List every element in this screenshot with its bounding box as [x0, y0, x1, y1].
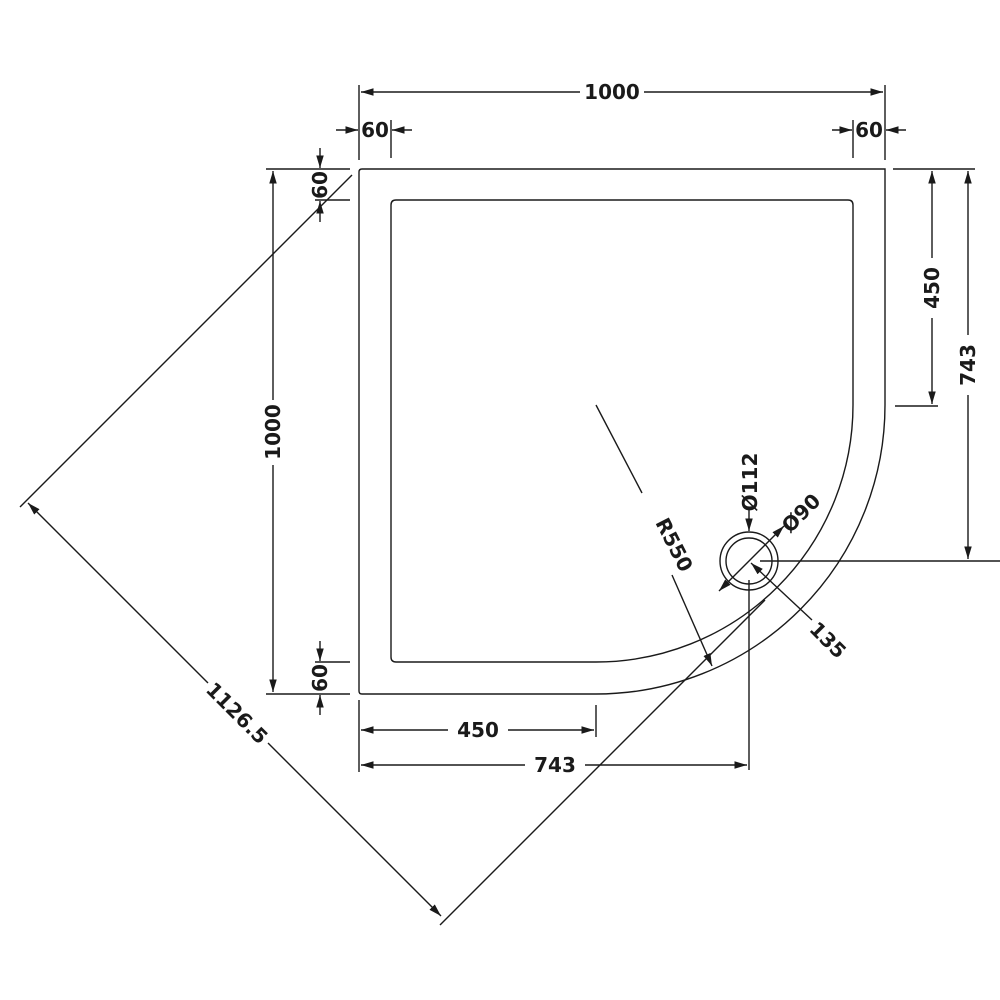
dim-flange-top-left: 60 — [361, 118, 389, 142]
dim-line — [718, 525, 785, 592]
extension-line — [19, 174, 353, 508]
dim-line — [267, 742, 442, 917]
dim-line — [750, 562, 813, 621]
dim-flange-left-top: 60 — [308, 171, 332, 199]
dim-waste-right: 743 — [956, 344, 980, 386]
dim-flange-top-right: 60 — [855, 118, 883, 142]
radius-leader — [595, 404, 643, 494]
dim-line — [27, 502, 209, 684]
dim-radius: R550 — [651, 514, 698, 576]
extension-line — [439, 599, 766, 926]
dim-diagonal: 1126.5 — [201, 677, 273, 749]
dim-overall-depth: 1000 — [261, 404, 285, 460]
dim-flange-left-bottom: 60 — [308, 664, 332, 692]
dim-straight-right: 450 — [920, 267, 944, 309]
dim-waste-bottom: 743 — [534, 753, 576, 777]
dim-straight-bottom: 450 — [457, 718, 499, 742]
radius-leader — [671, 574, 713, 667]
dim-waste-offset: 135 — [805, 617, 851, 663]
dim-waste-outer-dia: Ø112 — [738, 453, 762, 512]
dim-overall-width: 1000 — [584, 80, 640, 104]
dim-waste-inner-dia: Ø90 — [777, 489, 826, 538]
tray-inner-outline — [390, 199, 854, 663]
